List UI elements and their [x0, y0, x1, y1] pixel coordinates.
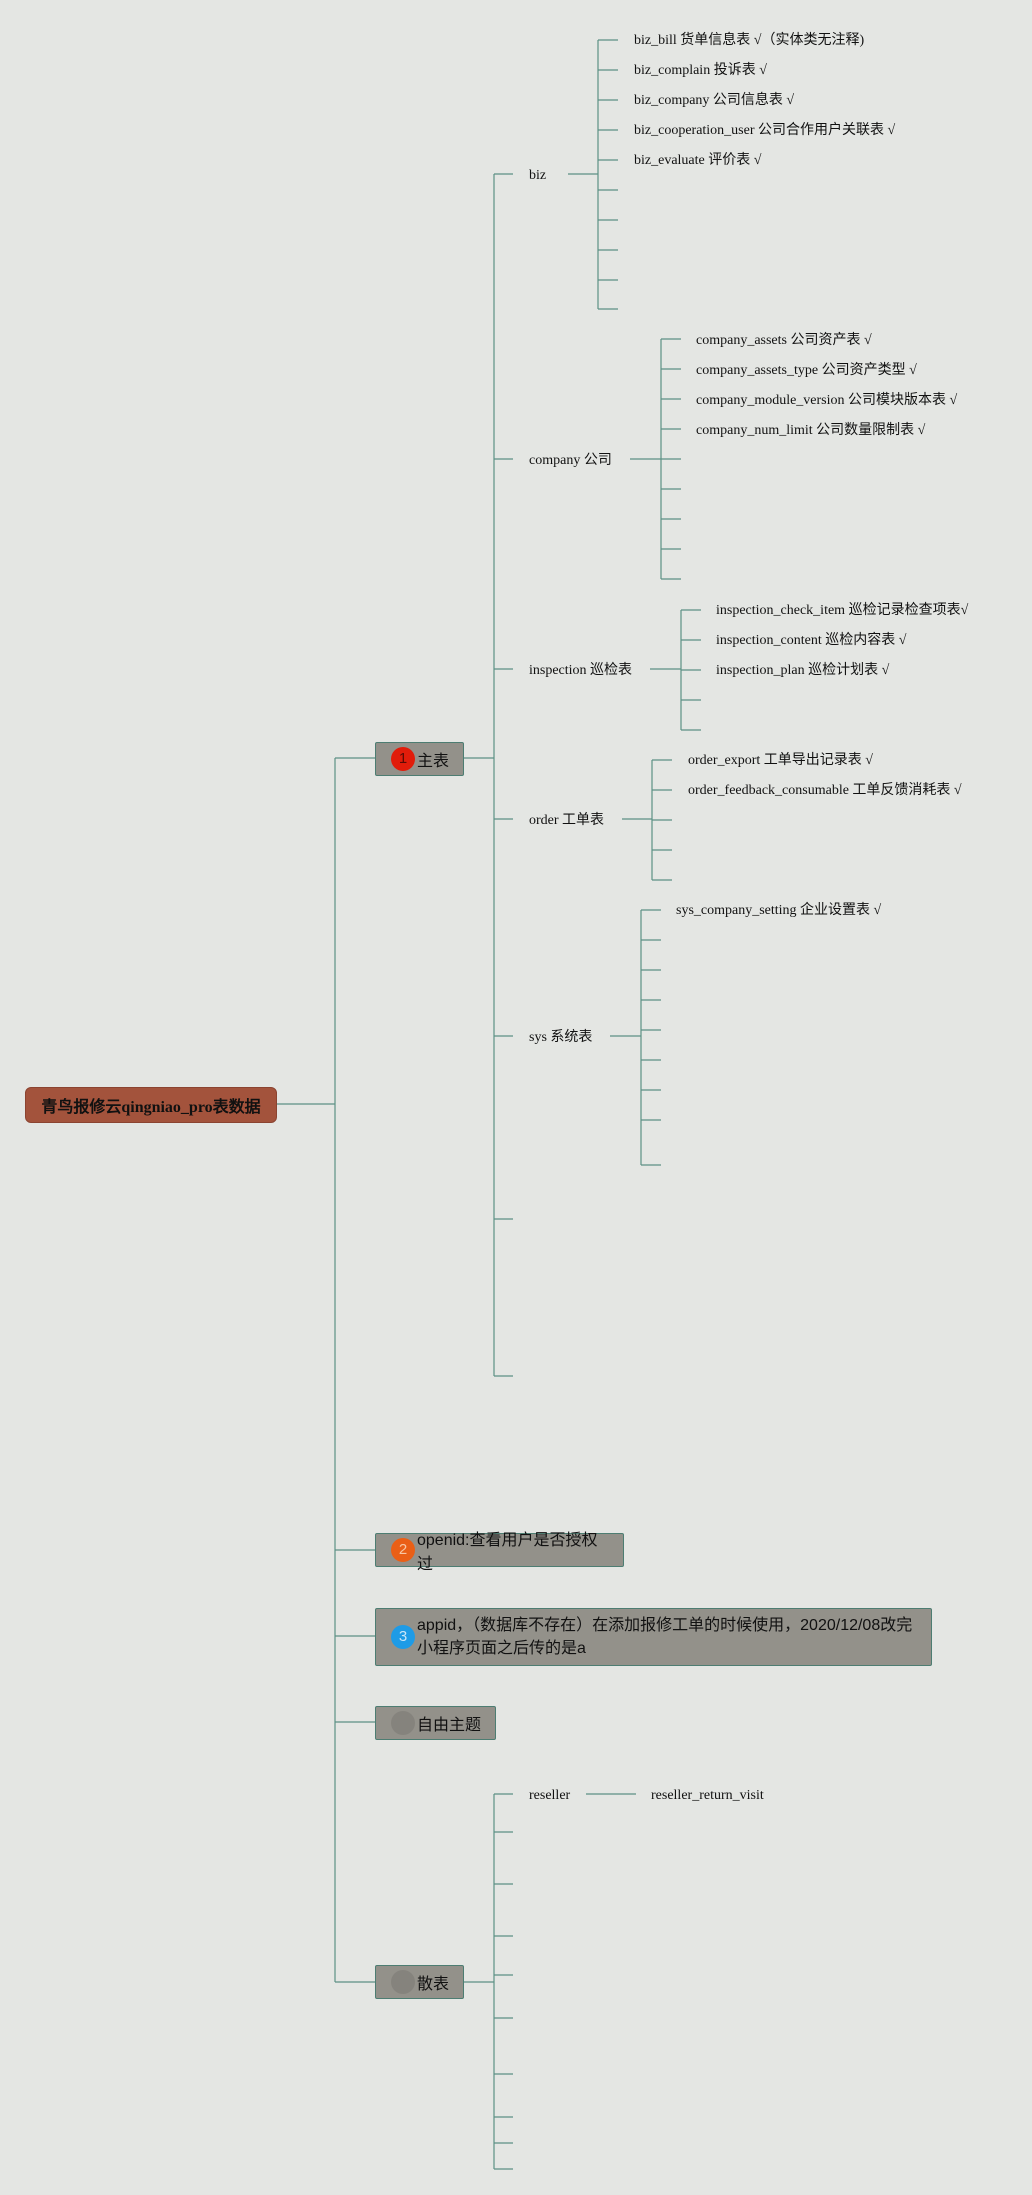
priority-2-icon: 2	[391, 1538, 415, 1562]
table-item[interactable]: inspection_check_item 巡检记录检查项表√	[716, 603, 969, 618]
topic-label: openid:查看用户是否授权过	[417, 1532, 598, 1573]
topic-appid[interactable]: 3 appid，（数据库不存在）在添加报修工单的时候使用，2020/12/08改…	[375, 1608, 932, 1666]
table-item[interactable]: biz_bill 货单信息表 √（实体类无注释)	[634, 33, 865, 48]
topic-label: 散表	[417, 1976, 450, 1993]
table-item[interactable]: company_assets 公司资产表 √	[696, 333, 872, 348]
topic-label: appid，（数据库不存在）在添加报修工单的时候使用，2020/12/08改完小…	[417, 1617, 913, 1657]
root-label: 青鸟报修云qingniao_pro表数据	[41, 1099, 261, 1116]
topic-label: 自由主题	[417, 1717, 482, 1734]
table-item[interactable]: reseller_return_visit	[651, 1788, 764, 1803]
root-topic[interactable]: 青鸟报修云qingniao_pro表数据	[25, 1087, 277, 1123]
table-item[interactable]: inspection_plan 巡检计划表 √	[716, 663, 890, 678]
priority-3-icon: 3	[391, 1625, 415, 1649]
group-reseller[interactable]: reseller	[529, 1788, 571, 1803]
table-item[interactable]: sys_company_setting 企业设置表 √	[676, 903, 882, 918]
table-item[interactable]: company_num_limit 公司数量限制表 √	[696, 423, 926, 438]
table-item[interactable]: order_feedback_consumable 工单反馈消耗表 √	[688, 783, 962, 798]
table-item[interactable]: biz_cooperation_user 公司合作用户关联表 √	[634, 123, 896, 138]
group-biz[interactable]: biz	[529, 168, 547, 183]
topic-label: 主表	[417, 753, 450, 770]
table-item[interactable]: biz_complain 投诉表 √	[634, 63, 767, 78]
priority-1-icon: 1	[391, 747, 415, 771]
table-item[interactable]: biz_company 公司信息表 √	[634, 93, 795, 108]
priority-blank-icon	[391, 1711, 415, 1735]
topic-free[interactable]: 自由主题	[375, 1706, 496, 1740]
table-item[interactable]: company_module_version 公司模块版本表 √	[696, 393, 958, 408]
group-sys[interactable]: sys 系统表	[529, 1030, 593, 1045]
table-item[interactable]: order_export 工单导出记录表 √	[688, 753, 873, 768]
topic-main-tables[interactable]: 1 主表	[375, 742, 464, 776]
table-item[interactable]: biz_evaluate 评价表 √	[634, 153, 762, 168]
group-order[interactable]: order 工单表	[529, 813, 605, 828]
group-company[interactable]: company 公司	[529, 453, 612, 468]
table-item[interactable]: company_assets_type 公司资产类型 √	[696, 363, 917, 378]
topic-loose-tables[interactable]: 散表	[375, 1965, 464, 1999]
group-inspection[interactable]: inspection 巡检表	[529, 663, 633, 678]
priority-blank-icon	[391, 1970, 415, 1994]
topic-openid[interactable]: 2 openid:查看用户是否授权过	[375, 1532, 624, 1573]
table-item[interactable]: inspection_content 巡检内容表 √	[716, 633, 907, 648]
